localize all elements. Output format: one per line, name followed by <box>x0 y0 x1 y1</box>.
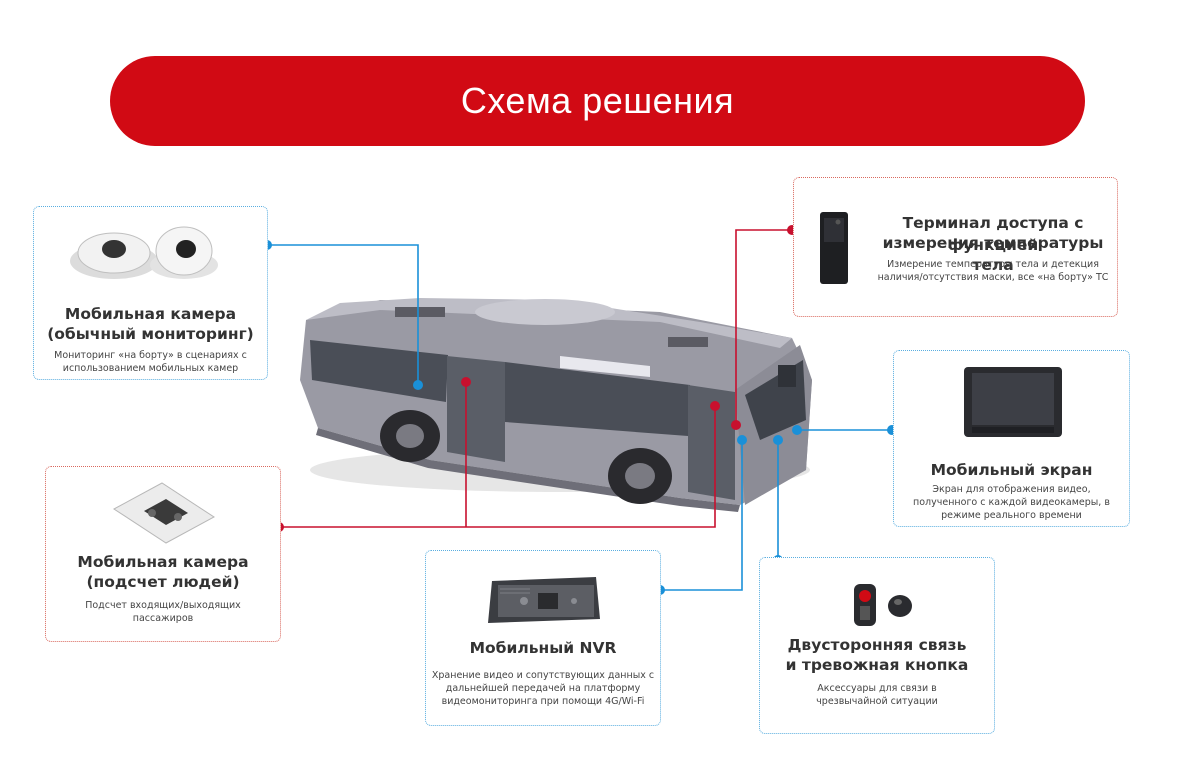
card-description: пассажиров <box>132 613 194 624</box>
card-title: Мобильный NVR <box>469 639 617 657</box>
card-title: Двусторонняя связь <box>787 636 967 654</box>
card-description: дальнейшей передачей на платформу <box>445 683 641 694</box>
nvr-icon <box>488 577 600 623</box>
card-description: чрезвычайной ситуации <box>816 696 938 707</box>
card-title: Терминал доступа с функцией <box>902 214 1084 254</box>
intercom-panic-button-icon <box>854 584 912 626</box>
access-terminal-icon <box>820 212 848 284</box>
monitor-screen-icon <box>964 367 1062 437</box>
counting-camera-icon <box>113 482 215 544</box>
card-description: Экран для отображения видео, <box>932 484 1091 495</box>
card-camera-monitoring: Мобильная камера (обычный мониторинг) Мо… <box>33 206 268 380</box>
card-mobile-screen: Мобильный экран Экран для отображения ви… <box>893 350 1130 527</box>
card-description: Мониторинг «на борту» в сценариях с <box>54 350 247 361</box>
card-nvr: Мобильный NVR Хранение видео и сопутству… <box>425 550 661 726</box>
card-title: Мобильная камера <box>77 553 249 571</box>
card-title: Мобильный экран <box>930 461 1093 479</box>
card-title: (подсчет людей) <box>86 573 240 591</box>
page-title: Схема решения <box>460 80 735 121</box>
card-description: полученного с каждой видеокамеры, в <box>913 497 1110 508</box>
card-description: Хранение видео и сопутствующих данных с <box>431 670 655 681</box>
card-title: и тревожная кнопка <box>785 656 969 674</box>
card-description: видеомониторинга при помощи 4G/Wi-Fi <box>441 696 645 707</box>
card-title: (обычный мониторинг) <box>47 325 254 343</box>
card-description: наличия/отсутствия маски, все «на борту»… <box>877 272 1109 283</box>
card-description: режиме реального времени <box>941 510 1082 521</box>
title-banner: Схема решения <box>110 56 1085 146</box>
card-description: Аксессуары для связи в <box>817 683 937 694</box>
card-camera-counting: Мобильная камера (подсчет людей) Подсчет… <box>45 466 281 642</box>
dome-camera-icon <box>70 226 218 279</box>
card-intercom: Двусторонняя связь и тревожная кнопка Ак… <box>759 557 995 734</box>
card-title: Мобильная камера <box>64 305 237 323</box>
card-description: Измерение температуры тела и детекция <box>887 259 1099 270</box>
card-description: использованием мобильных камер <box>62 363 239 374</box>
card-access-terminal: Терминал доступа с функцией измерения те… <box>793 177 1118 317</box>
card-description: Подсчет входящих/выходящих <box>85 600 241 611</box>
card-title: измерения температуры тела <box>882 234 1104 274</box>
